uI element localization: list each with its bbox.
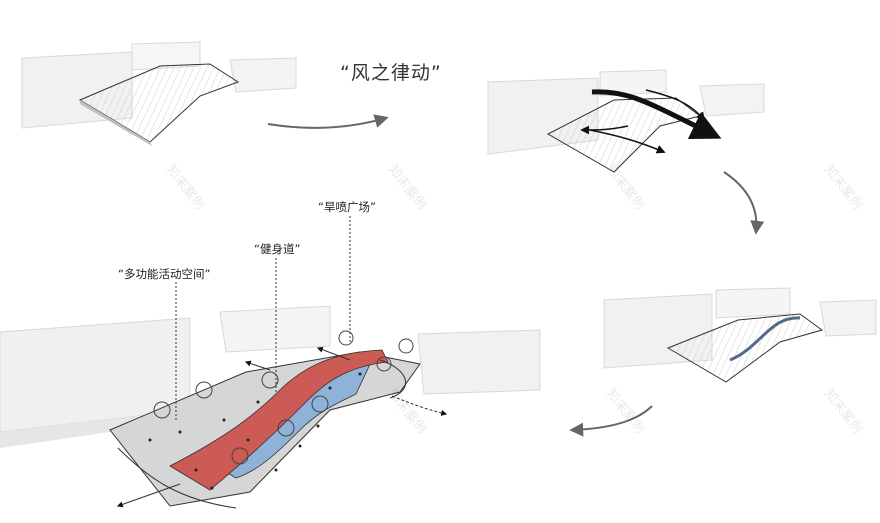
stage-3-path-form (603, 287, 877, 383)
callout-multi-space: “多功能活动空间” (118, 267, 211, 281)
people (148, 372, 362, 490)
stage-4-final-design (0, 305, 541, 509)
flow-arrow-1 (267, 114, 389, 129)
flow-arrow-2 (723, 171, 765, 235)
stage-2-wind-flow (487, 69, 765, 173)
callout-fitness-path: “健身道” (254, 242, 301, 256)
callout-fountain-plaza: “旱喷广场” (318, 200, 376, 214)
stage-1-site-massing (21, 41, 297, 146)
flow-arrow-3 (569, 405, 653, 437)
trees (153, 330, 414, 465)
fitness-track (169, 349, 389, 491)
diagram-title: “风之律动” (340, 62, 442, 84)
